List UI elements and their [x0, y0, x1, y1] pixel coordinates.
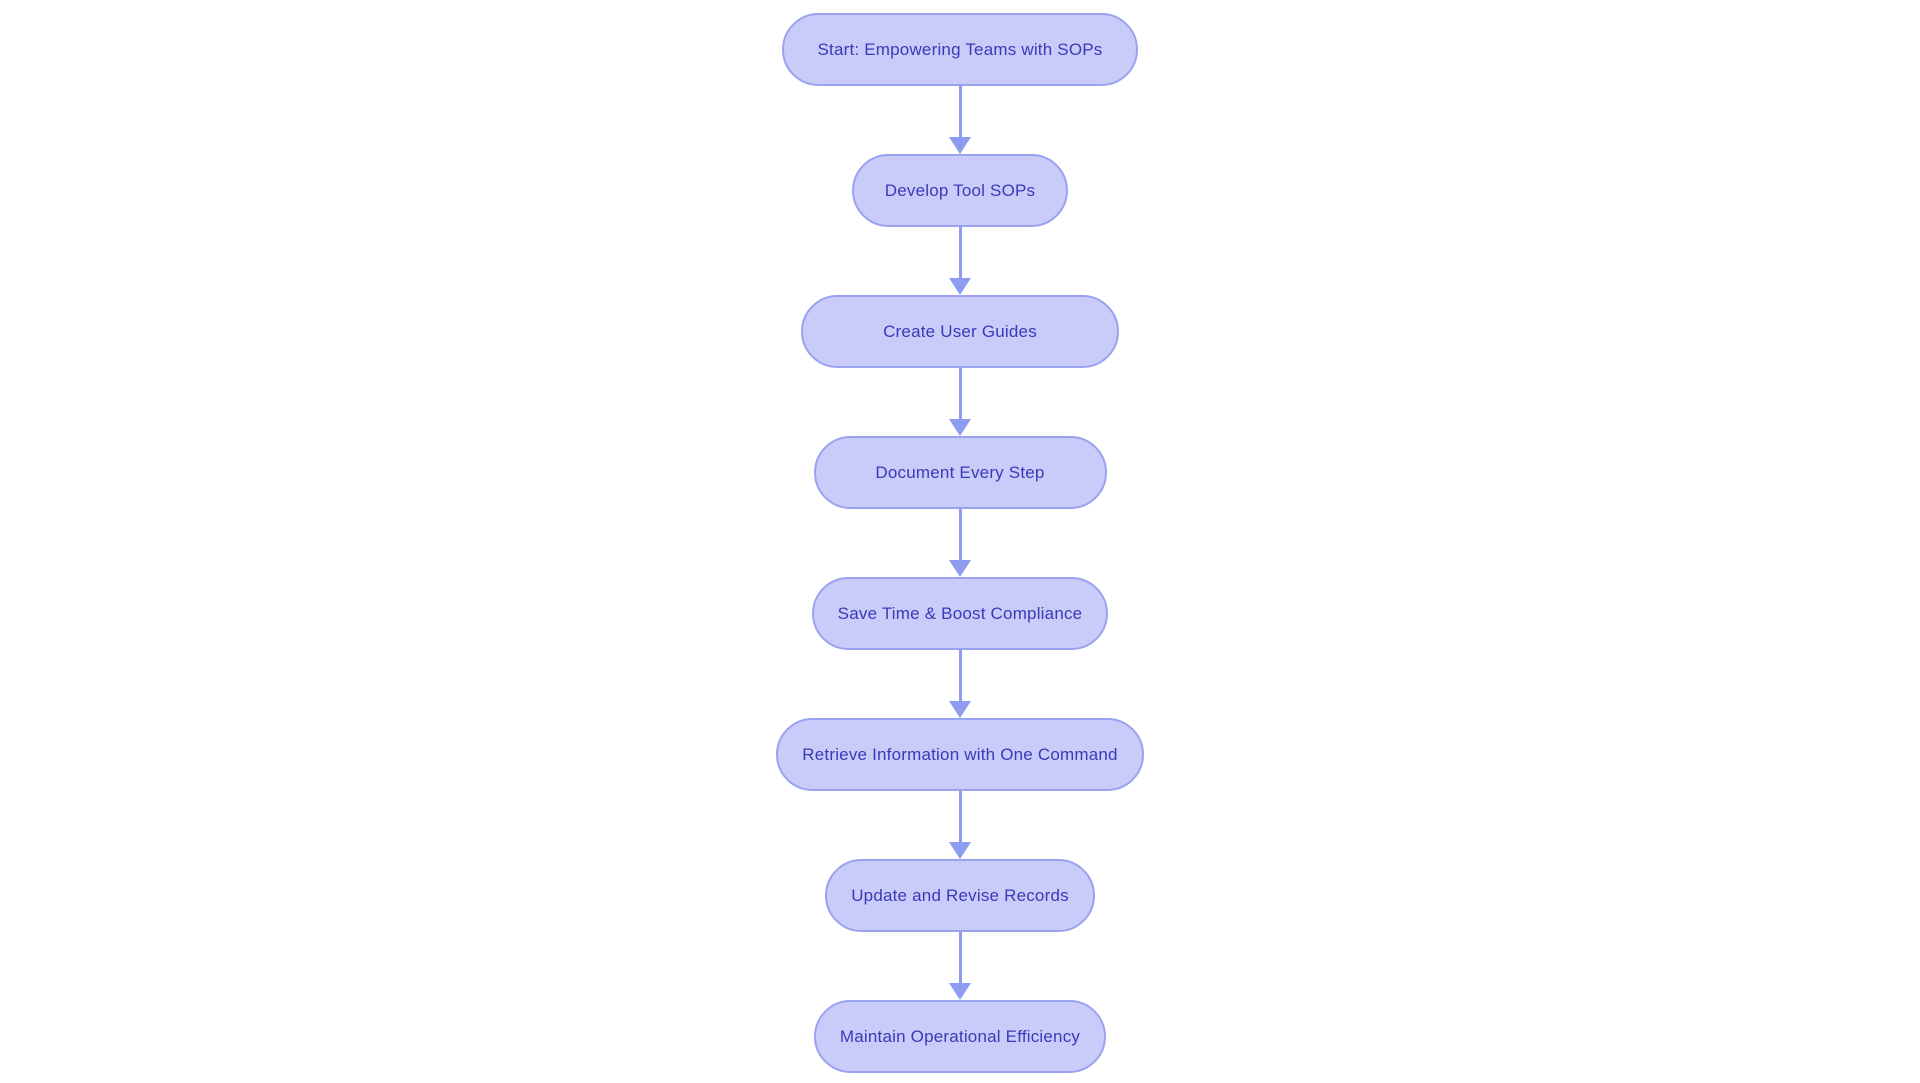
arrow-connector: [949, 791, 971, 859]
arrow-connector: [949, 932, 971, 1000]
arrow-down-head: [949, 419, 971, 436]
flow-node-start-empowering-teams: Start: Empowering Teams with SOPs: [782, 13, 1138, 86]
arrow-connector: [949, 650, 971, 718]
arrow-connector: [949, 86, 971, 154]
arrow-down-head: [949, 701, 971, 718]
arrow-down-head: [949, 278, 971, 295]
flow-node-create-user-guides: Create User Guides: [801, 295, 1119, 368]
arrow-line: [958, 791, 962, 842]
arrow-line: [958, 509, 962, 560]
arrow-down-head: [949, 983, 971, 1000]
arrow-line: [958, 932, 962, 983]
flow-node-retrieve-information-one-command: Retrieve Information with One Command: [776, 718, 1144, 791]
arrow-connector: [949, 509, 971, 577]
flow-node-maintain-operational-efficiency: Maintain Operational Efficiency: [813, 1000, 1107, 1073]
arrow-down-head: [949, 137, 971, 154]
arrow-line: [958, 227, 962, 278]
flow-node-develop-tool-sops: Develop Tool SOPs: [852, 154, 1068, 227]
flow-node-update-revise-records: Update and Revise Records: [825, 859, 1095, 932]
arrow-line: [958, 650, 962, 701]
arrow-connector: [949, 227, 971, 295]
flow-node-document-every-step: Document Every Step: [813, 436, 1107, 509]
arrow-line: [958, 86, 962, 137]
flow-node-save-time-boost-compliance: Save Time & Boost Compliance: [811, 577, 1109, 650]
flowchart: Start: Empowering Teams with SOPs Develo…: [0, 13, 1920, 1073]
arrow-down-head: [949, 842, 971, 859]
arrow-down-head: [949, 560, 971, 577]
arrow-connector: [949, 368, 971, 436]
arrow-line: [958, 368, 962, 419]
